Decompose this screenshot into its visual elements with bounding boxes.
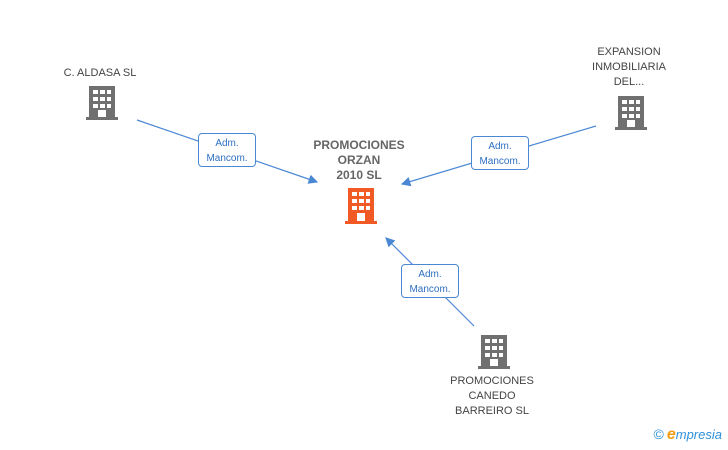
brand-logo-text: mpresia <box>675 427 722 442</box>
building-icon[interactable] <box>478 335 510 369</box>
building-icon[interactable] <box>86 86 118 120</box>
edge-label-canedo[interactable]: Adm. Mancom. <box>401 264 459 298</box>
edge-label-expansion[interactable]: Adm. Mancom. <box>471 136 529 170</box>
center-node-label[interactable]: PROMOCIONES ORZAN 2010 SL <box>313 138 405 182</box>
brand-logo-initial: e <box>666 426 676 443</box>
building-icon[interactable] <box>615 96 647 130</box>
brand-footer: ©empresia <box>654 426 722 444</box>
node-label-expansion[interactable]: EXPANSION INMOBILIARIA DEL... <box>592 46 666 88</box>
building-icon[interactable] <box>345 188 377 224</box>
node-label-aldasa[interactable]: C. ALDASA SL <box>63 67 137 79</box>
edge-label-aldasa[interactable]: Adm. Mancom. <box>198 133 256 167</box>
node-label-canedo[interactable]: PROMOCIONES CANEDO BARREIRO SL <box>450 375 534 417</box>
copyright-symbol: © <box>653 426 664 442</box>
